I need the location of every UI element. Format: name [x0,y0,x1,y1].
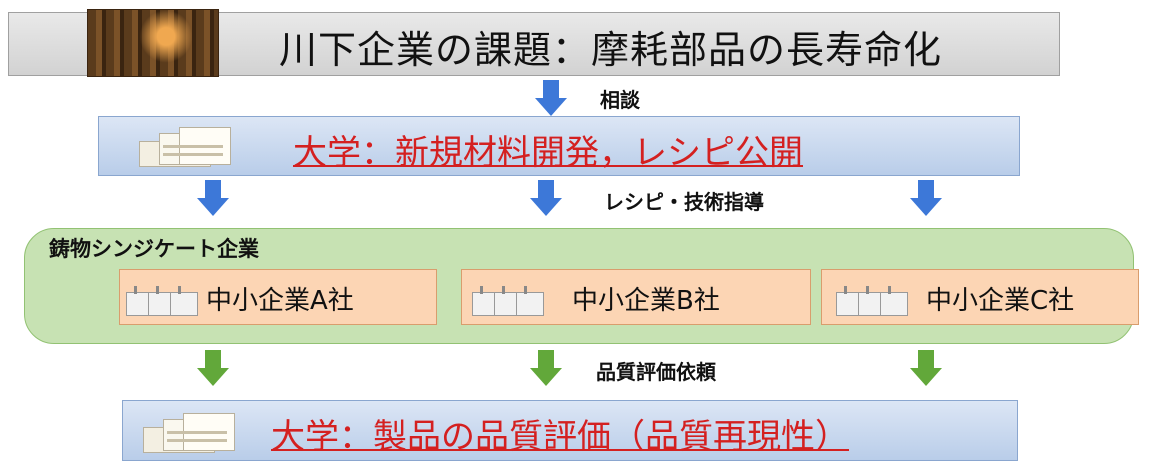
arrow-down-icon [530,350,562,386]
company-c-label: 中小企業C社 [926,286,1075,316]
company-a-label: 中小企業A社 [206,286,354,316]
company-a-box: 中小企業A社 [119,269,437,325]
arrow-down-icon [910,180,942,216]
plug-icon [126,286,206,316]
foundry-syndicate-group: 鋳物シンジケート企業 中小企業A社 中小企業B社 中小企業C社 [24,228,1139,344]
request-label: 品質評価依頼 [596,360,716,384]
downstream-issue-title: 川下企業の課題：摩耗部品の長寿命化 [279,28,943,72]
arrow-down-icon [530,180,562,216]
building-icon [139,125,235,169]
university-development-title: 大学：新規材料開発，レシピ公開 [293,133,803,173]
plug-icon [836,286,916,316]
guidance-label: レシピ・技術指導 [604,190,764,214]
foundry-photo [87,9,219,77]
university-evaluation-box: 大学：製品の品質評価（品質再現性） [122,400,1018,461]
arrow-down-icon [197,350,229,386]
arrow-down-icon [910,350,942,386]
plug-icon [472,286,552,316]
syndicate-title: 鋳物シンジケート企業 [49,237,259,261]
building-icon [143,411,239,455]
company-b-box: 中小企業B社 [461,269,811,325]
consult-label: 相談 [600,88,640,112]
arrow-down-icon [535,80,567,116]
university-evaluation-title: 大学：製品の品質評価（品質再現性） [271,417,849,457]
downstream-issue-box: 川下企業の課題：摩耗部品の長寿命化 [8,9,1060,77]
company-c-box: 中小企業C社 [821,269,1139,325]
arrow-down-icon [197,180,229,216]
company-b-label: 中小企業B社 [572,286,720,316]
university-development-box: 大学：新規材料開発，レシピ公開 [98,116,1020,176]
